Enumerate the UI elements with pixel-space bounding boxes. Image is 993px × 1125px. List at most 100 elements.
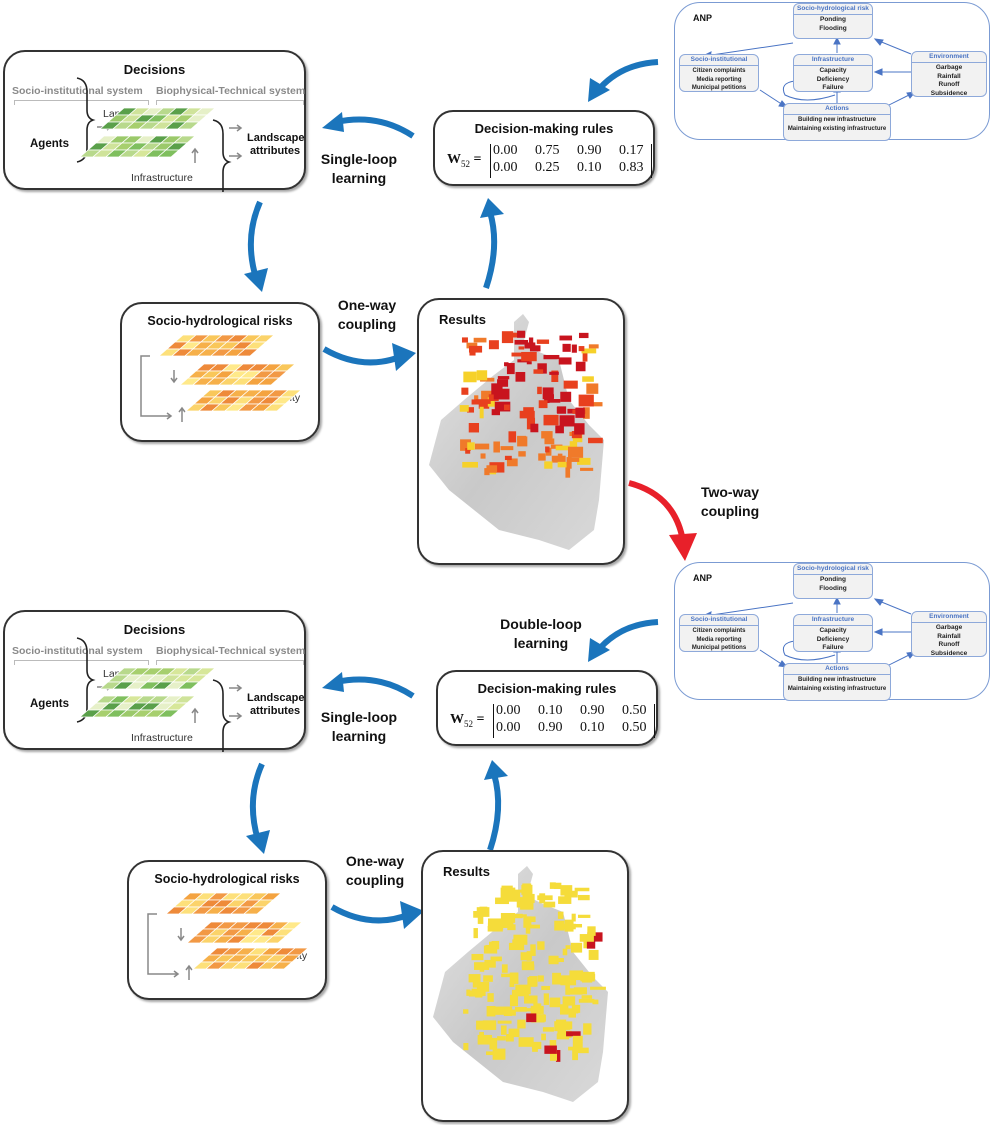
risk-patch [530,1005,541,1015]
risk-patch [532,1046,538,1052]
risk-patch [508,913,523,919]
grid-cell [242,906,267,915]
grid-cell [156,709,181,718]
risk-patch [463,1009,469,1014]
risk-patch [500,446,514,451]
risk-patch [468,990,479,997]
risk-patch [560,885,573,896]
risk-patch [517,1019,526,1029]
risk-patch [513,934,528,945]
matrix-cell: 0.00 [496,720,521,735]
risk-patch [577,894,590,901]
anp-item: Runoff [938,81,960,88]
risk-patch [575,361,586,372]
risk-patch [533,369,544,374]
risk-patch [479,1031,484,1038]
risk-patch [577,914,591,918]
anp-loop-edge [782,80,836,101]
risk-patch [505,1033,514,1042]
risk-patch [537,1014,546,1022]
risk-patch [520,952,532,961]
risk-patch [581,995,593,999]
anp-item: Subsidence [930,649,968,657]
risk-patch [505,332,522,338]
matrix-cell: 0.17 [619,143,644,158]
risk-patch [577,457,591,465]
anp-item: Maintaining existing infrastructure [787,685,887,692]
risk-patch [480,453,486,459]
risk-patch [553,882,562,890]
grid-cell [269,961,294,970]
risk-patch [530,423,539,433]
risk-patch [564,890,578,898]
risk-patch [500,1025,507,1035]
anp-item: Capacity [819,67,847,74]
matrix-cell: 0.50 [622,703,647,718]
risk-patch [518,1037,534,1047]
anp-edge [886,653,912,667]
risk-patch [525,923,531,934]
anp-panel: ANP [674,2,990,141]
risk-patch [514,1006,527,1012]
risk-patch [556,406,562,414]
anp-title: ANP [693,13,713,23]
anp-item: Municipal petitions [691,645,747,651]
health-risk-grid [185,921,304,944]
risk-patch [524,995,538,1004]
arrow-right-icon [229,124,243,132]
socio-institutional-system-label: Socio-institutional system [12,85,143,97]
feedback-connector [140,355,173,420]
risk-patch [543,993,549,1005]
risk-patch [572,1048,579,1061]
risk-patch [465,448,471,454]
risk-patch [565,945,571,950]
risk-patch [571,1004,581,1013]
risk-patch [476,982,490,992]
two-way-coupling-arrow-icon [628,480,697,561]
risk-patch [578,346,585,352]
risk-patch [463,1042,469,1051]
risk-patch [506,458,518,467]
anp-item: Ponding [820,576,846,583]
risk-patch [466,342,478,349]
landscape-attributes-label: Landscape attributes [247,692,305,717]
risk-patch [557,1030,572,1038]
risk-patch [554,920,565,931]
single-loop-learning-label: Single-loop learning [320,709,398,744]
risk-patch [577,1047,589,1054]
risk-patch [588,344,599,349]
risk-patch [514,339,529,345]
anp-edge [878,40,912,55]
matrix-right-bar [651,144,652,178]
left-system-bracket [14,100,149,105]
risk-patch [568,446,584,458]
risk-patch [558,896,572,904]
risk-patch [557,1024,571,1030]
risk-patch [559,335,573,341]
anp-item: Failure [822,84,844,91]
risk-patch [544,461,553,469]
land-cover-grid [98,107,217,130]
risk-patch [515,984,531,995]
arrow-up-icon [185,964,193,980]
results-title: Results [443,864,490,879]
anp-item: Ponding [820,16,846,23]
risk-patch [477,914,484,924]
results-to-rules-arrow-icon [480,198,504,289]
risk-patch [487,993,494,1002]
risk-patch [543,901,556,908]
risk-patch [497,1036,506,1041]
risk-patch [503,1006,513,1017]
decisions-title: Decisions [123,622,186,637]
matrix-cell: 0.83 [619,160,644,175]
risk-patch [479,991,486,996]
anp-arrowhead [873,38,884,46]
risk-patch [488,340,499,350]
risk-patch [473,337,487,343]
infrastructure-grid [78,695,197,718]
risk-patch [510,1009,516,1016]
risk-patch [578,394,594,407]
